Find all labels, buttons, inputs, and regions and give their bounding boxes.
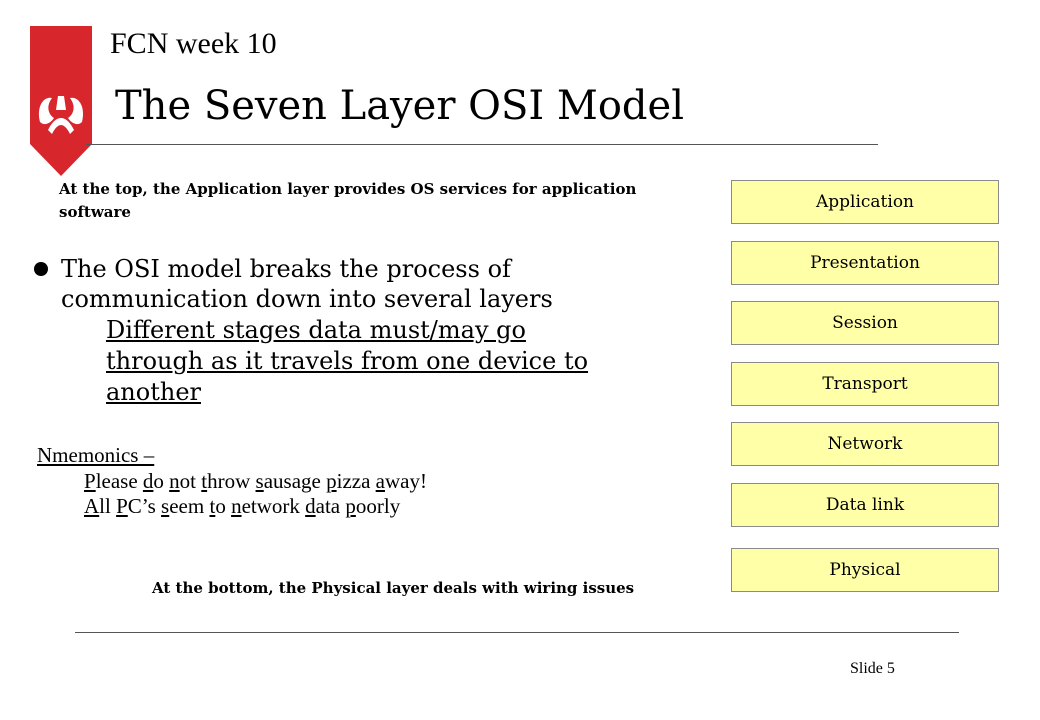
layer-application: Application (731, 180, 999, 224)
layer-network: Network (731, 422, 999, 466)
mnemonic-segment: p (345, 494, 356, 518)
mnemonic-segment: t (209, 494, 216, 518)
layer-data-link: Data link (731, 483, 999, 527)
mnemonic-segment: d (305, 494, 316, 518)
university-crest-icon (30, 26, 92, 176)
footer-divider (75, 632, 959, 633)
slide-title: The Seven Layer OSI Model (115, 83, 684, 129)
sub-bullet: Different stages data must/may go throug… (106, 316, 589, 406)
main-bullet: The OSI model breaks the process of comm… (61, 255, 553, 313)
mnemonic-segment: s (161, 494, 170, 518)
mnemonic-segment: s (255, 469, 264, 493)
bullet-dot-icon (34, 262, 48, 276)
mnemonic-line-1: Please do not throw sausage pizza away! (84, 468, 427, 494)
layer-transport: Transport (731, 362, 999, 406)
mnemonics-title: Nmemonics – (37, 443, 155, 467)
mnemonic-segment: o (153, 469, 170, 493)
layer-presentation: Presentation (731, 241, 999, 285)
mnemonic-segment: t (201, 469, 208, 493)
course-label: FCN week 10 (110, 27, 277, 60)
mnemonic-segment: d (142, 469, 154, 493)
top-note: At the top, the Application layer provid… (59, 180, 637, 221)
mnemonic-line-2: All PC’s seem to network data poorly (84, 493, 400, 519)
mnemonic-segment: P (116, 494, 128, 518)
mnemonic-segment: n (231, 494, 242, 518)
mnemonic-segment: p (326, 469, 337, 493)
mnemonic-segment: P (84, 469, 96, 493)
layer-session: Session (731, 301, 999, 345)
mnemonic-segment: lease (95, 469, 143, 493)
mnemonic-segment: way! (384, 469, 427, 493)
mnemonic-segment: oorly (355, 494, 401, 518)
mnemonic-segment: hrow (207, 469, 256, 493)
slide-number: Slide 5 (850, 660, 895, 677)
title-divider (86, 144, 878, 145)
mnemonic-segment: A (84, 494, 100, 518)
mnemonic-segment: ata (315, 494, 346, 518)
mnemonic-segment: izza (336, 469, 376, 493)
mnemonic-segment: eem (169, 494, 210, 518)
mnemonic-segment: C’s (127, 494, 162, 518)
mnemonic-segment: ausage (263, 469, 327, 493)
mnemonic-segment: n (169, 469, 180, 493)
mnemonic-segment: ot (179, 469, 202, 493)
layer-physical: Physical (731, 548, 999, 592)
mnemonic-segment: a (375, 469, 385, 493)
bottom-note: At the bottom, the Physical layer deals … (152, 579, 635, 597)
mnemonic-segment: o (215, 494, 232, 518)
mnemonic-segment: ll (99, 494, 117, 518)
mnemonic-segment: etwork (241, 494, 306, 518)
